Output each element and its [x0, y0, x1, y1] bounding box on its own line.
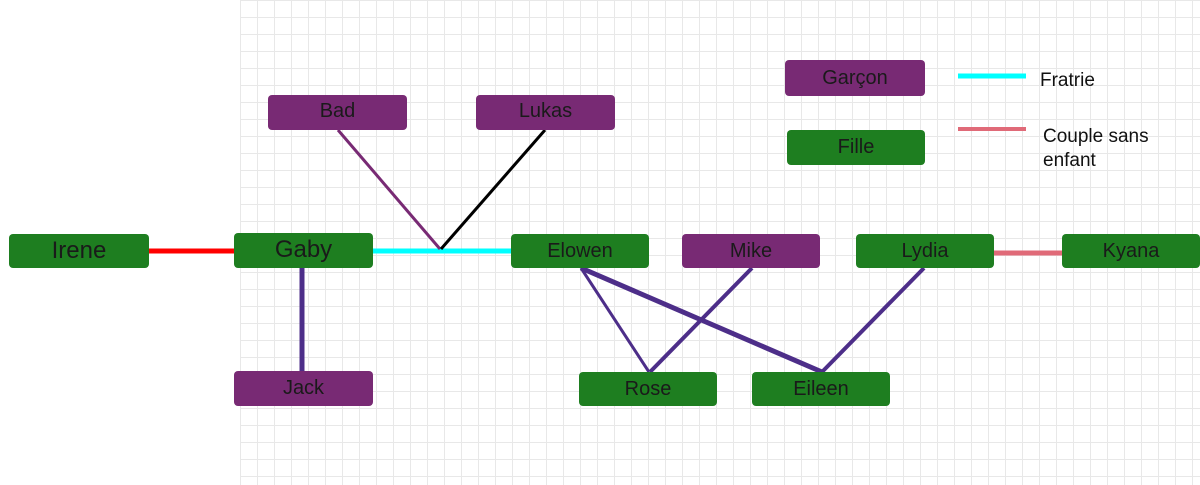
node-elowen-label: Elowen — [547, 239, 613, 262]
node-eileen[interactable]: Eileen — [752, 372, 890, 406]
node-bad[interactable]: Bad — [268, 95, 407, 130]
node-jack[interactable]: Jack — [234, 371, 373, 406]
parent-link-lydia-eileen — [820, 266, 926, 374]
legend-garcon-box: Garçon — [785, 60, 925, 96]
node-kyana-label: Kyana — [1102, 239, 1160, 262]
legend-fille-label: Fille — [837, 136, 875, 158]
parent-link-elowen-rose — [579, 267, 651, 373]
node-mike[interactable]: Mike — [682, 234, 820, 268]
node-rose-label: Rose — [624, 377, 672, 400]
legend-couple-sans-enfant-label-line1: Couple sans — [1043, 126, 1149, 147]
node-lydia-label: Lydia — [901, 239, 949, 262]
parent-link-bad — [336, 129, 442, 250]
node-rose[interactable]: Rose — [579, 372, 717, 406]
node-gaby[interactable]: Gaby — [234, 233, 373, 268]
node-jack-label: Jack — [282, 377, 325, 399]
node-lydia[interactable]: Lydia — [856, 234, 994, 268]
node-gaby-label: Gaby — [274, 236, 333, 263]
node-kyana[interactable]: Kyana — [1062, 234, 1200, 268]
node-bad-label: Bad — [319, 100, 356, 122]
parent-link-mike-rose — [648, 266, 754, 374]
node-lukas[interactable]: Lukas — [476, 95, 615, 130]
node-irene-label: Irene — [51, 237, 107, 264]
node-elowen[interactable]: Elowen — [511, 234, 649, 268]
legend-fratrie-label: Fratrie — [1040, 70, 1095, 91]
legend-garcon-label: Garçon — [822, 66, 888, 89]
node-lukas-label: Lukas — [518, 100, 573, 122]
node-irene[interactable]: Irene — [9, 234, 149, 268]
legend-couple-sans-enfant-label-line2: enfant — [1043, 150, 1096, 171]
parent-link-lukas — [439, 129, 547, 250]
node-eileen-label: Eileen — [793, 377, 849, 400]
legend-fille-box: Fille — [787, 130, 925, 165]
node-mike-label: Mike — [729, 239, 773, 262]
